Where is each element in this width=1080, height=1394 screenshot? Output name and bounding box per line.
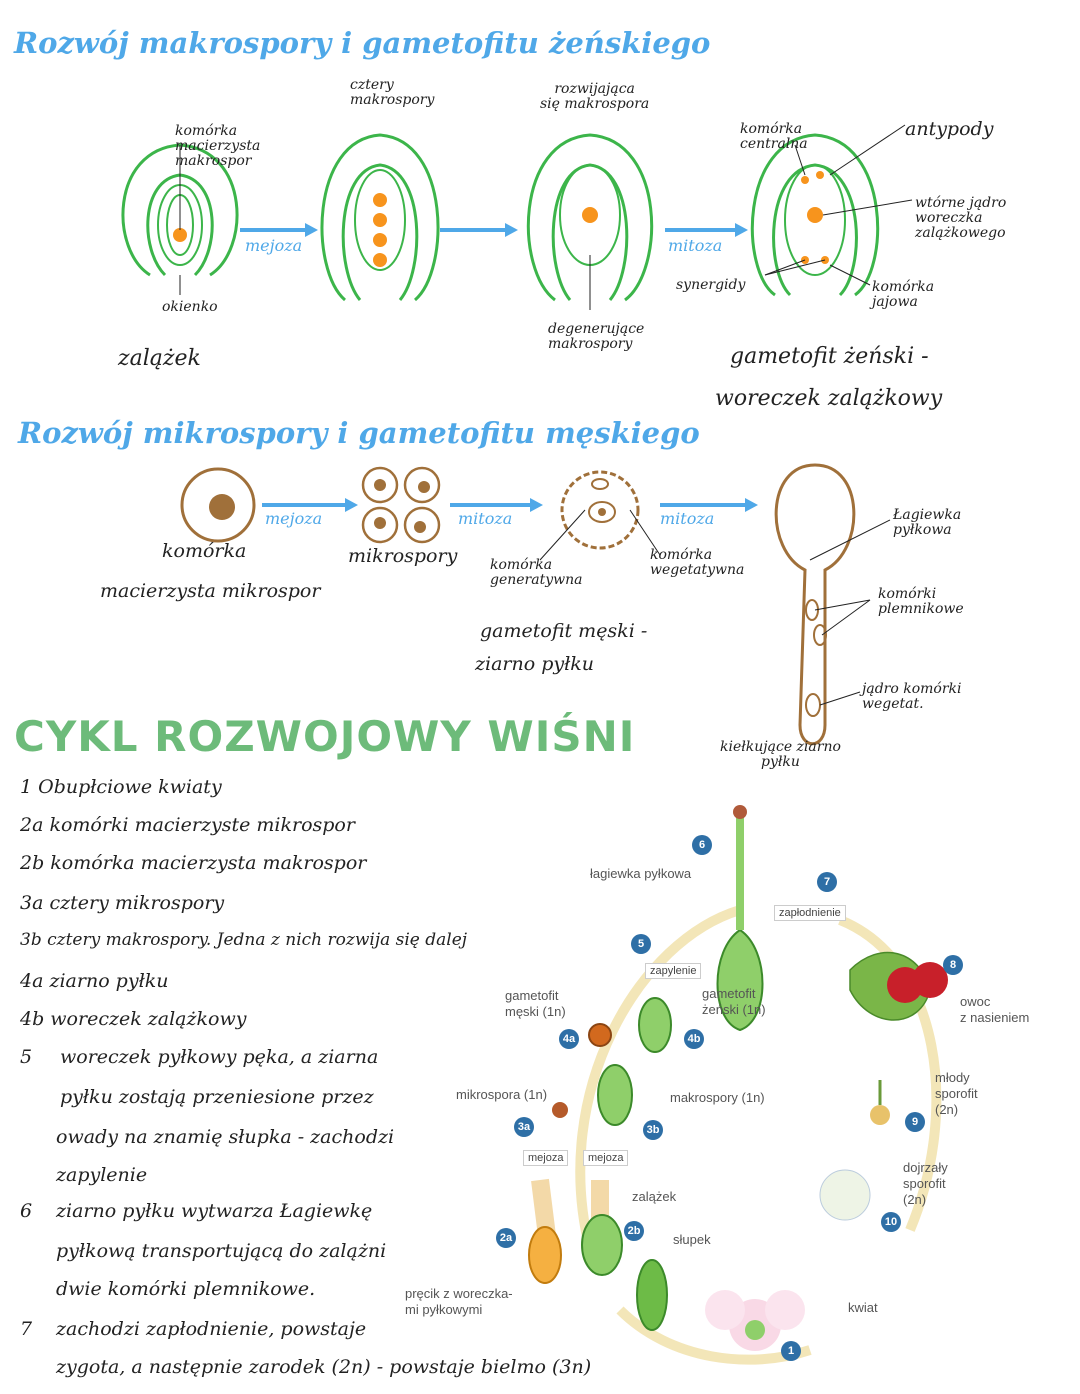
badge-9: 9 [905, 1112, 925, 1132]
badge-2a: 2a [496, 1228, 516, 1248]
section3-title: CYKL ROZWOJOWY WIŚNI [14, 712, 636, 761]
section1-title: Rozwój makrospory i gametofitu żeńskiego [14, 26, 711, 60]
cycle-precik: pręcik z woreczka- mi pyłkowymi [405, 1286, 513, 1317]
makrospora-diagram [121, 124, 913, 310]
label-gametofit-meski: gametofit męski - [480, 620, 648, 642]
cycle-mejoza-1: mejoza [523, 1150, 569, 1166]
badge-4b: 4b [684, 1029, 704, 1049]
label-ziarno-pylku: ziarno pyłku [475, 653, 595, 675]
note-7-line2: zygota, a następnie zarodek (2n) - powst… [56, 1356, 592, 1378]
mother-cell-nucleus [173, 228, 187, 242]
label-antypody: antypody [905, 118, 994, 140]
note-5-line1: woreczek pyłkowy pęka, a ziarna [60, 1046, 379, 1068]
label-macierzysta: macierzysta mikrospor [100, 580, 321, 602]
cycle-mlody-sporofit: młody sporofit (2n) [935, 1070, 978, 1117]
label-komorka-jajowa: komórka jajowa [872, 279, 935, 310]
mikrospora-diagram [180, 463, 891, 746]
cycle-mejoza-2: mejoza [583, 1150, 629, 1166]
cycle-gametofit-zenski: gametofit żeński (1n) [702, 986, 766, 1017]
note-3a: 3a cztery mikrospory [20, 892, 225, 914]
ovule-4 [751, 133, 879, 297]
label-komorka-generatywna: komórka generatywna [490, 557, 583, 588]
cycle-mikrospora: mikrospora (1n) [456, 1087, 548, 1102]
label-komorka-macierzysta: komórka macierzysta makrospor [175, 123, 261, 169]
label-kielkujace: kiełkujące ziarno pyłku [720, 739, 841, 770]
note-2b: 2b komórka macierzysta makrospor [20, 852, 367, 874]
label-woreczek: woreczek zalążkowy [715, 386, 943, 411]
note-6-line3: dwie komórki plemnikowe. [56, 1278, 316, 1300]
note-1: 1 Obupłciowe kwiaty [20, 776, 222, 798]
cycle-slupek: słupek [673, 1232, 711, 1247]
label-lagiewka: Łagiewka pyłkowa [893, 507, 962, 538]
label-mitoza-1: mitoza [668, 236, 723, 255]
label-mitoza-3: mitoza [660, 509, 715, 528]
label-mejoza-1: mejoza [245, 236, 303, 255]
cycle-makrospory: makrospory (1n) [670, 1090, 765, 1105]
note-7-number: 7 [20, 1318, 33, 1340]
label-komorka-wegetatywna: komórka wegetatywna [650, 547, 745, 578]
badge-6: 6 [692, 835, 712, 855]
label-mikrospory: mikrospory [348, 545, 458, 567]
cycle-zapylenie: zapylenie [645, 963, 702, 979]
label-synergidy: synergidy [676, 277, 746, 293]
ovule-2 [320, 133, 440, 302]
cycle-lagiewka: łagiewka pyłkowa [590, 866, 692, 881]
note-2a: 2a komórki macierzyste mikrospor [20, 814, 355, 836]
label-degenerujace: degenerujące makrospory [548, 321, 645, 352]
badge-1: 1 [781, 1341, 801, 1361]
note-6-line2: pyłkową transportującą do zalążni [56, 1240, 387, 1262]
label-mejoza-2: mejoza [265, 509, 323, 528]
note-4b: 4b woreczek zalążkowy [20, 1008, 247, 1030]
label-wtorne-jadro: wtórne jądro woreczka zalążkowego [915, 195, 1007, 241]
cycle-zaplodnienie: zapłodnienie [774, 905, 846, 921]
section2-title: Rozwój mikrospory i gametofitu męskiego [18, 416, 700, 450]
cycle-zalazek: zalążek [632, 1189, 677, 1204]
note-5-line2: pyłku zostają przeniesione przez [60, 1086, 374, 1108]
cycle-kwiat: kwiat [848, 1300, 878, 1315]
cycle-gametofit-meski: gametofit męski (1n) [505, 988, 566, 1019]
note-4a: 4a ziarno pyłku [20, 970, 169, 992]
badge-3a: 3a [514, 1117, 534, 1137]
cherry-cycle-diagram [528, 805, 948, 1365]
note-5-line4: zapylenie [56, 1164, 148, 1186]
label-jadro-wegetatywne: jądro komórki wegetat. [862, 681, 962, 712]
cycle-owoc: owoc z nasieniem [960, 994, 1030, 1025]
note-5-line3: owady na znamię słupka - zachodzi [56, 1126, 395, 1148]
badge-10: 10 [881, 1212, 901, 1232]
badge-3b: 3b [643, 1120, 663, 1140]
label-komorki-plemnikowe: komórki plemnikowe [878, 586, 964, 617]
note-5-number: 5 [20, 1046, 33, 1068]
badge-2b: 2b [624, 1221, 644, 1241]
note-6-number: 6 [20, 1200, 33, 1222]
label-gametofit-zenski: gametofit żeński - [730, 344, 929, 369]
label-zalazek: zalążek [118, 346, 201, 371]
badge-7: 7 [817, 872, 837, 892]
note-3b: 3b cztery makrospory. Jedna z nich rozwi… [20, 930, 468, 950]
label-okienko: okienko [162, 299, 218, 315]
label-cztery-makrospory: cztery makrospory [350, 77, 435, 108]
badge-5: 5 [631, 934, 651, 954]
label-rozwijajaca: rozwijająca się makrospora [540, 81, 650, 112]
note-7-line1: zachodzi zapłodnienie, powstaje [56, 1318, 367, 1340]
label-komorka: komórka [162, 540, 247, 562]
badge-4a: 4a [559, 1029, 579, 1049]
label-mitoza-2: mitoza [458, 509, 513, 528]
cycle-dojrzaly-sporofit: dojrzały sporofit (2n) [903, 1160, 948, 1207]
note-6-line1: ziarno pyłku wytwarza Łagiewkę [56, 1200, 373, 1222]
badge-8: 8 [943, 955, 963, 975]
label-komorka-centralna: komórka centralna [740, 121, 808, 152]
